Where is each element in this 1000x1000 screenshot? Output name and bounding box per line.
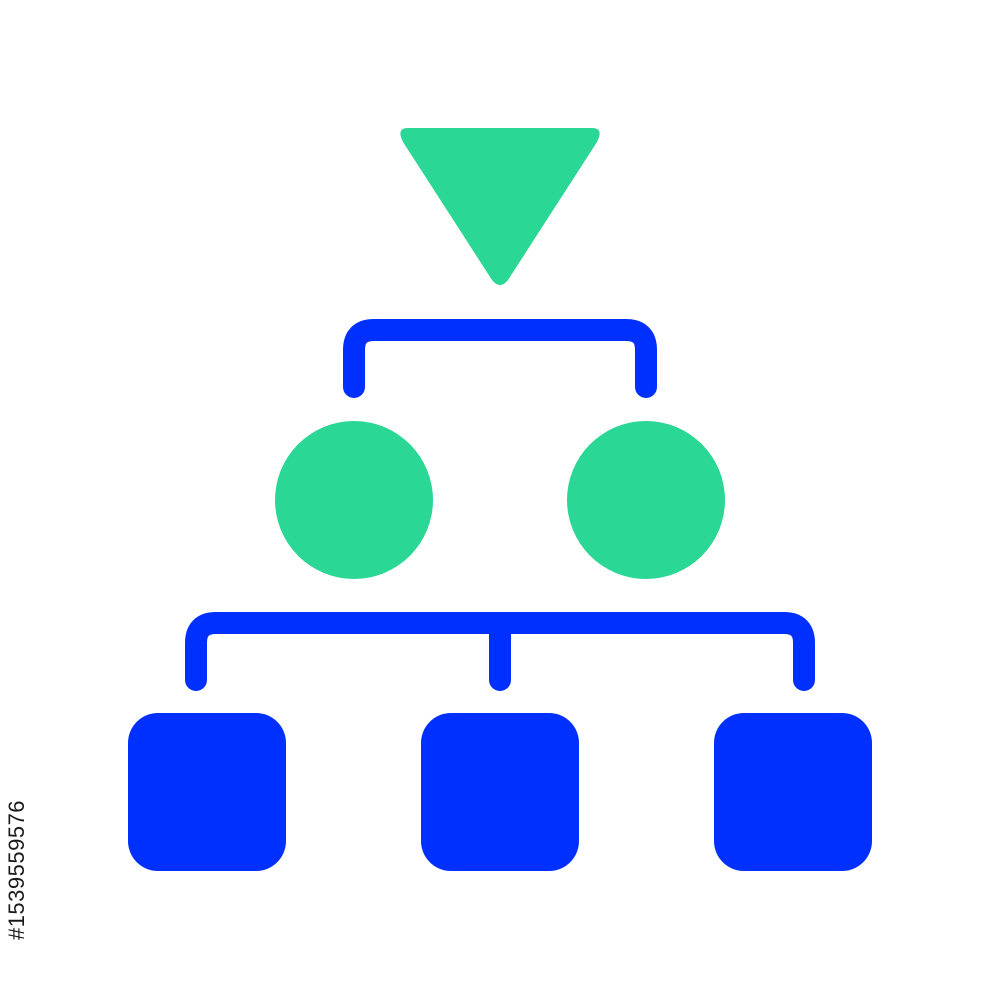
lower-connector xyxy=(185,612,815,691)
left-square-node xyxy=(128,713,286,871)
upper-connector xyxy=(343,319,657,398)
stock-id-label: #1539559576 xyxy=(4,750,30,990)
right-square-node xyxy=(714,713,872,871)
stock-id-text: #1539559576 xyxy=(4,799,29,941)
left-circle-node xyxy=(275,421,433,579)
triangle-down-icon xyxy=(400,128,600,285)
right-circle-node xyxy=(567,421,725,579)
center-square-node xyxy=(421,713,579,871)
